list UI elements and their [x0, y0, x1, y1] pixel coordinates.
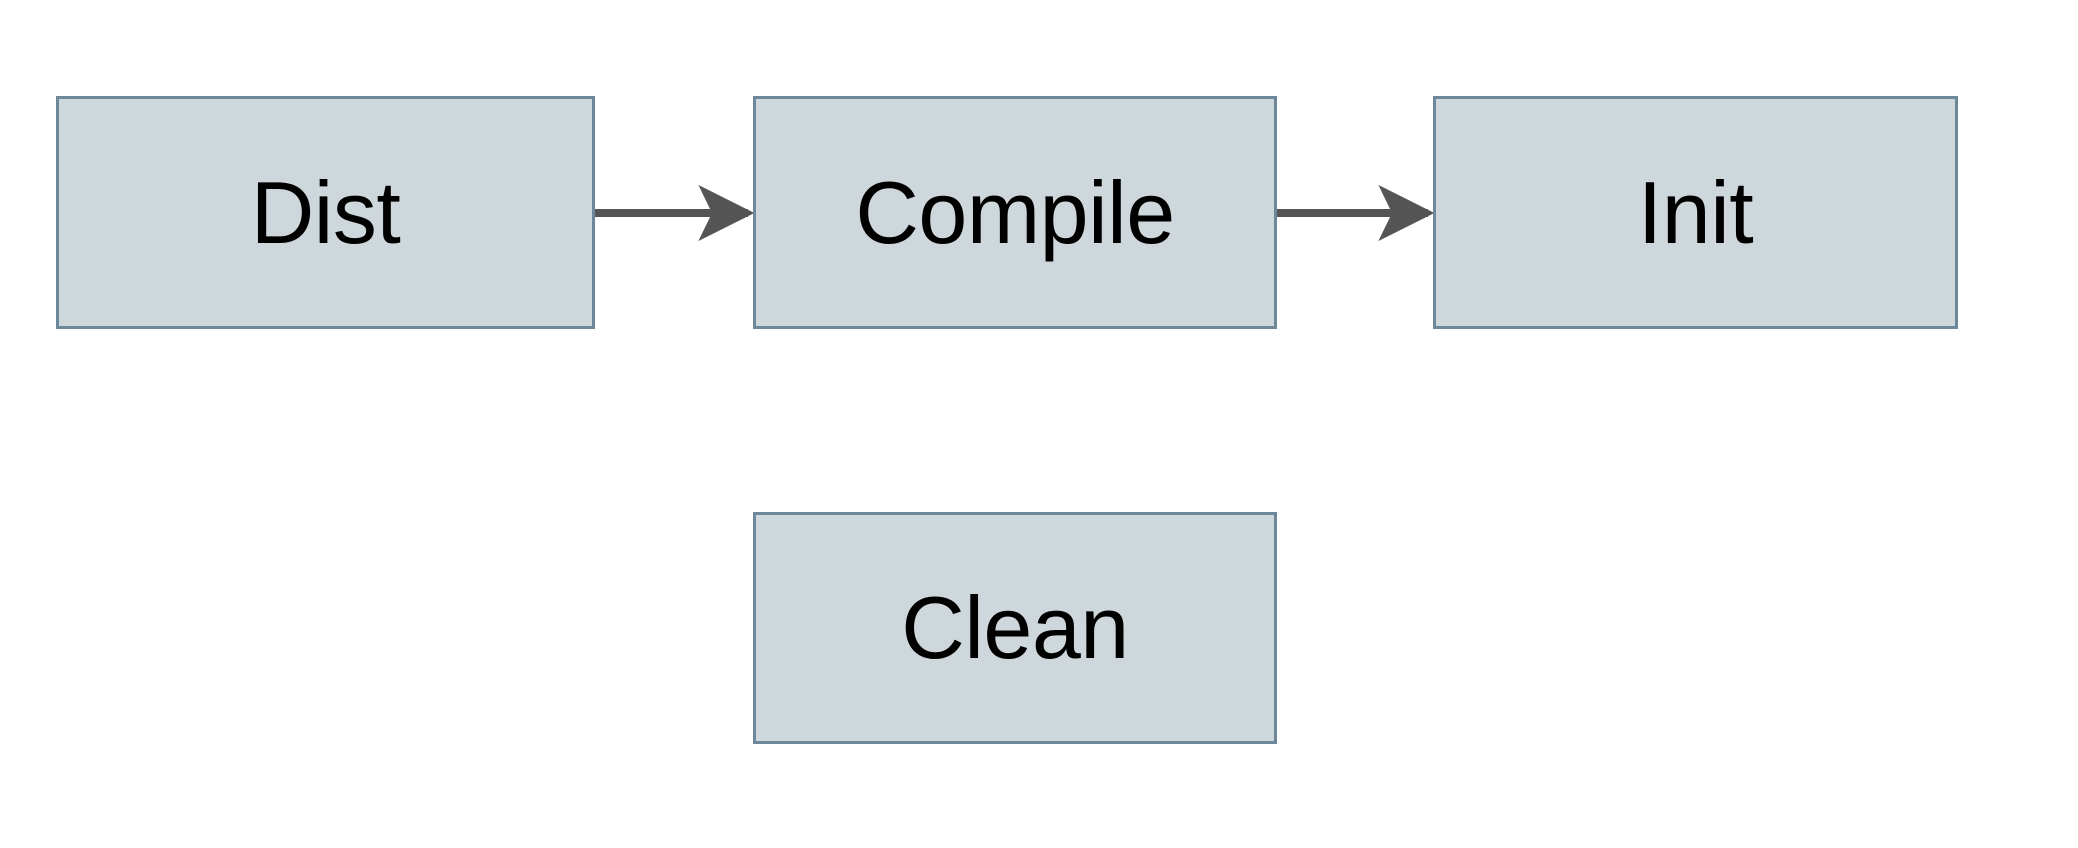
- edge-dist-to-compile-hitbox[interactable]: [595, 193, 753, 233]
- node-init[interactable]: Init: [1433, 96, 1958, 329]
- node-dist-label: Dist: [250, 162, 401, 262]
- node-init-label: Init: [1637, 162, 1754, 262]
- node-clean[interactable]: Clean: [753, 512, 1277, 744]
- node-compile[interactable]: Compile: [753, 96, 1277, 329]
- node-dist[interactable]: Dist: [56, 96, 595, 329]
- edge-compile-to-init-hitbox[interactable]: [1277, 193, 1433, 233]
- node-compile-label: Compile: [855, 162, 1175, 262]
- node-clean-label: Clean: [901, 578, 1129, 677]
